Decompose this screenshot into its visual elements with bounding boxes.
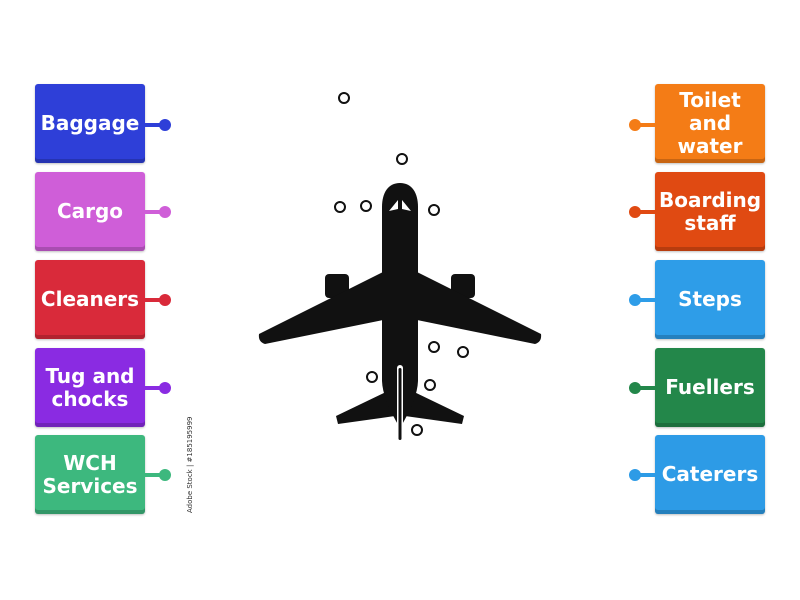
connector-line — [145, 210, 169, 214]
connector-line — [631, 386, 655, 390]
connector-dot[interactable] — [629, 294, 641, 306]
label-cleaners[interactable]: Cleaners — [35, 260, 145, 339]
connector-dot[interactable] — [629, 382, 641, 394]
label-toilet-and-water[interactable]: Toilet and water — [655, 84, 765, 163]
connector-line — [145, 473, 169, 477]
hotspot-marker[interactable] — [411, 424, 423, 436]
connector-line — [145, 298, 169, 302]
label-text: Steps — [678, 287, 742, 311]
connector-dot[interactable] — [629, 469, 641, 481]
label-text: WCH Services — [42, 450, 138, 498]
label-cargo[interactable]: Cargo — [35, 172, 145, 251]
label-text: Toilet and water — [677, 88, 743, 158]
connector-dot[interactable] — [159, 382, 171, 394]
connector-dot[interactable] — [159, 469, 171, 481]
hotspot-marker[interactable] — [366, 371, 378, 383]
hotspot-marker[interactable] — [360, 200, 372, 212]
connector-line — [631, 210, 655, 214]
label-text: Caterers — [661, 462, 759, 486]
label-text: Cargo — [56, 199, 124, 223]
hotspot-marker[interactable] — [424, 379, 436, 391]
hotspot-marker[interactable] — [428, 204, 440, 216]
connector-dot[interactable] — [629, 119, 641, 131]
label-tug-and-chocks[interactable]: Tug and chocks — [35, 348, 145, 427]
label-text: Fuellers — [665, 375, 755, 399]
hotspot-marker[interactable] — [428, 341, 440, 353]
label-fuellers[interactable]: Fuellers — [655, 348, 765, 427]
label-text: Baggage — [40, 111, 140, 135]
airplane-icon — [258, 183, 542, 443]
label-baggage[interactable]: Baggage — [35, 84, 145, 163]
connector-line — [631, 298, 655, 302]
connector-dot[interactable] — [629, 206, 641, 218]
connector-dot[interactable] — [159, 206, 171, 218]
connector-line — [145, 386, 169, 390]
connector-line — [631, 473, 655, 477]
connector-dot[interactable] — [159, 294, 171, 306]
label-text: Tug and chocks — [45, 363, 135, 411]
label-boarding-staff[interactable]: Boarding staff — [655, 172, 765, 251]
hotspot-marker[interactable] — [396, 153, 408, 165]
hotspot-marker[interactable] — [457, 346, 469, 358]
connector-line — [631, 123, 655, 127]
label-wch-services[interactable]: WCH Services — [35, 435, 145, 514]
connector-line — [145, 123, 169, 127]
label-text: Cleaners — [40, 287, 140, 311]
hotspot-marker[interactable] — [338, 92, 350, 104]
label-steps[interactable]: Steps — [655, 260, 765, 339]
connector-dot[interactable] — [159, 119, 171, 131]
hotspot-marker[interactable] — [334, 201, 346, 213]
stock-watermark: Adobe Stock | #185195999 — [186, 416, 194, 514]
label-text: Boarding staff — [658, 187, 762, 235]
label-caterers[interactable]: Caterers — [655, 435, 765, 514]
